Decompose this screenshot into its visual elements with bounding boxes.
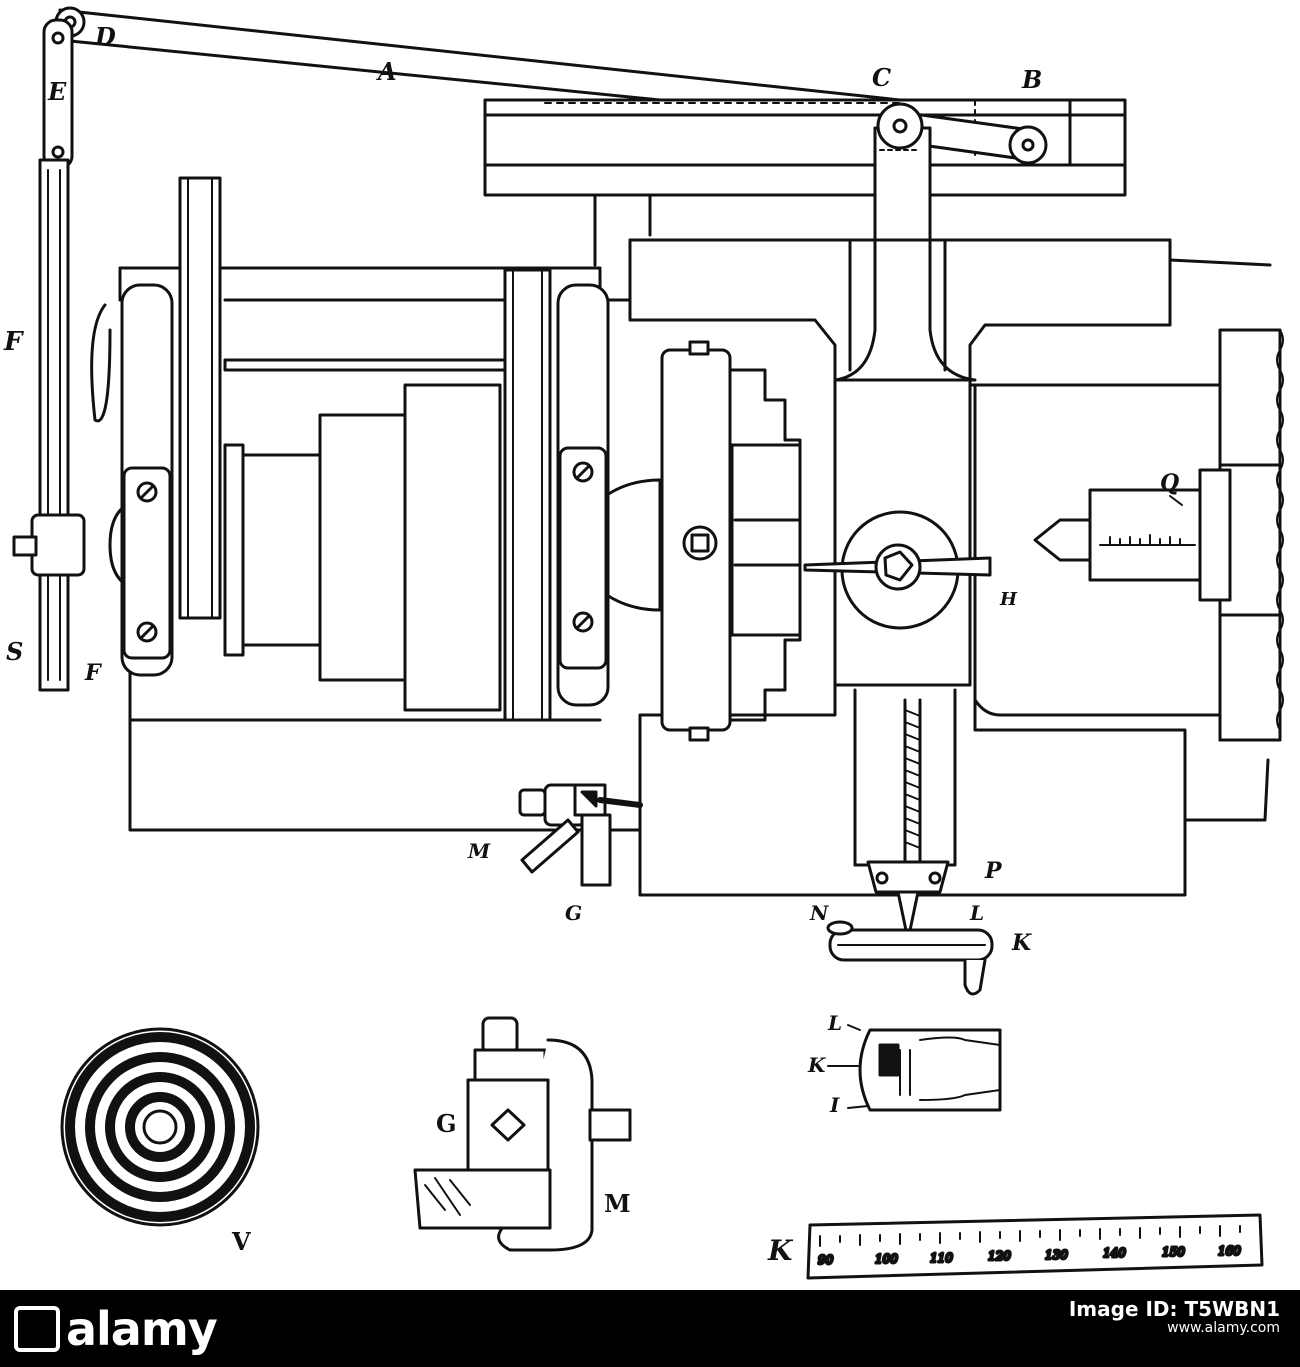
face-plate: [598, 340, 802, 742]
label-f-bottom: F: [84, 660, 102, 686]
label-i-detail: I: [829, 1093, 840, 1117]
label-v: V: [231, 1227, 251, 1256]
clamp-detail: [413, 1016, 632, 1252]
scale-tick-label: 120: [988, 1249, 1011, 1263]
image-meta: Image ID: T5WBN1 www.alamy.com: [1068, 1297, 1280, 1338]
brand-name: alamy: [66, 1302, 218, 1356]
label-a: A: [376, 57, 397, 86]
brand-logo: alamy: [14, 1302, 218, 1356]
gear-left: [178, 176, 222, 620]
tailstock-q: [1033, 328, 1284, 742]
scale-tick-label: 90: [818, 1253, 834, 1267]
spiral-v: [60, 1027, 260, 1227]
scale-tick-label: 110: [930, 1251, 953, 1265]
bearing-right: [556, 283, 610, 707]
label-p: P: [984, 858, 1003, 884]
rack-f: [12, 158, 86, 692]
label-m-main: M: [467, 839, 491, 863]
clamp-small: [518, 783, 643, 887]
stock-watermark-bar: alamy Image ID: T5WBN1 www.alamy.com: [0, 1290, 1300, 1367]
label-k-scale: K: [767, 1234, 794, 1267]
scale-tick-label: 140: [1103, 1246, 1126, 1260]
label-l-detail: L: [827, 1011, 842, 1035]
cutter-detail: [858, 1028, 1002, 1112]
scale-tick-labels: 90 100 110 120 130 140 150 160: [817, 1243, 1243, 1269]
cutter-holder: [826, 860, 994, 996]
brand-mark-icon: [14, 1305, 60, 1352]
scale-tick-label: 150: [1162, 1245, 1185, 1259]
label-s: S: [6, 637, 23, 666]
headstock: [108, 298, 527, 712]
label-k-detail: K: [807, 1053, 827, 1077]
label-q: Q: [1160, 470, 1179, 496]
site-url: www.alamy.com: [1167, 1320, 1280, 1336]
label-g-clamp: G: [436, 1109, 457, 1138]
label-e: E: [47, 77, 67, 106]
label-k-main: K: [1011, 930, 1032, 956]
image-id: Image ID: T5WBN1: [1068, 1297, 1280, 1321]
label-f-top: F: [3, 327, 24, 357]
scale-tick-label: 160: [1218, 1244, 1241, 1258]
cross-slide: [638, 378, 1227, 897]
scale-tick-label: 130: [1045, 1248, 1068, 1262]
lead-screw: [903, 698, 922, 862]
lathe-mechanism-illustration: 90 100 110 120 130 140 150 160 A B C D E…: [3, 6, 1284, 1280]
label-c: C: [872, 63, 891, 92]
label-b: B: [1021, 65, 1042, 94]
label-m-clamp: M: [604, 1189, 631, 1218]
tool-post-h: [803, 510, 992, 630]
link-e: [42, 18, 74, 170]
bearing-left: [90, 283, 174, 677]
label-h: H: [999, 589, 1018, 610]
engraving-diagram: 90 100 110 120 130 140 150 160 A B C D E…: [3, 6, 1284, 1280]
label-g-main: G: [565, 901, 582, 925]
slide-bar-b: [483, 98, 1127, 197]
scale-k: [806, 1213, 1264, 1280]
label-d: D: [94, 22, 116, 51]
scale-tick-label: 100: [875, 1252, 898, 1266]
label-l-main: L: [969, 901, 984, 925]
arm-c: [833, 102, 977, 382]
gear-middle: [503, 268, 552, 722]
label-n: N: [809, 901, 829, 925]
